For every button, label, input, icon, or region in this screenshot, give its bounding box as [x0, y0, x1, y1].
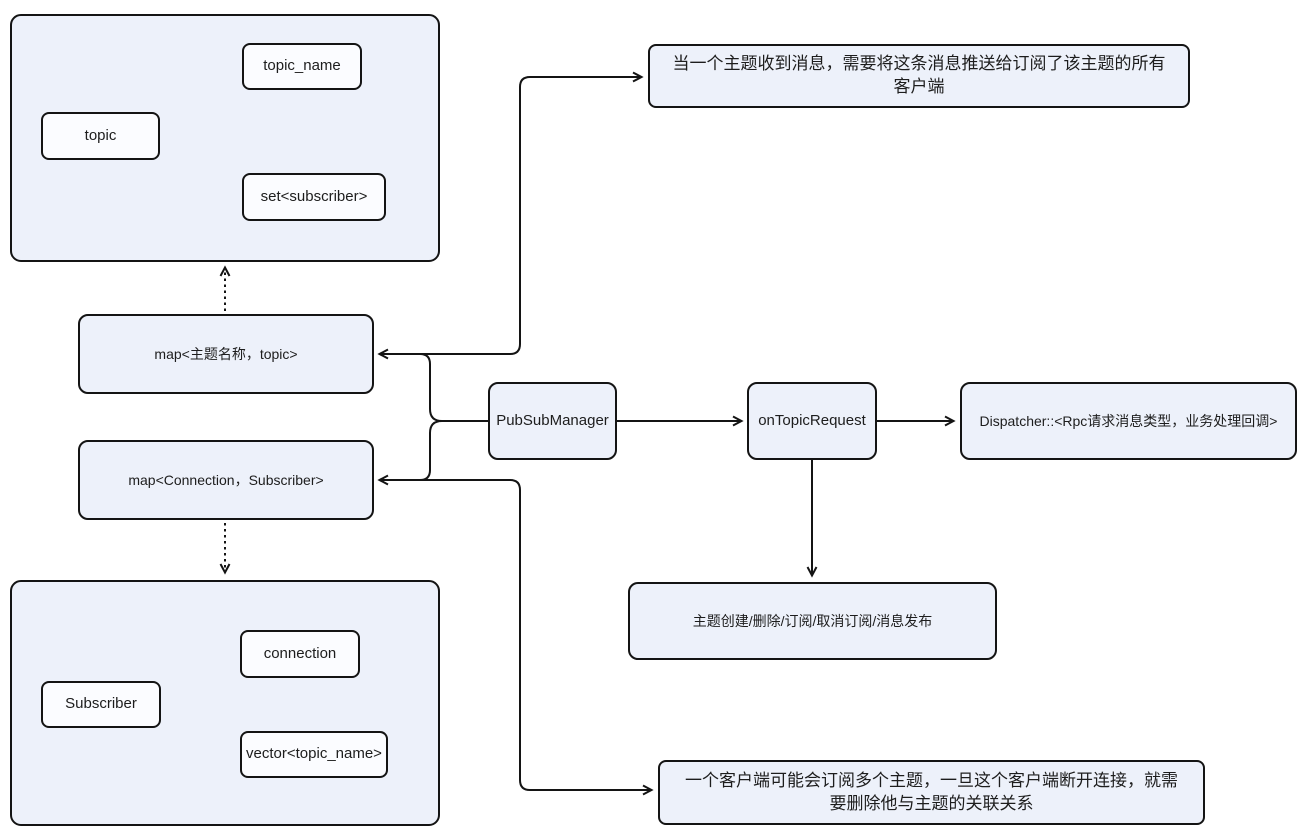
note-topic-push: 当一个主题收到消息，需要将这条消息推送给订阅了该主题的所有客户端 — [648, 44, 1190, 108]
node-topic-label: topic — [84, 126, 117, 144]
node-topic-name-label: topic_name — [263, 57, 341, 75]
node-dispatcher: Dispatcher::<Rpc请求消息类型，业务处理回调> — [960, 382, 1297, 460]
node-subscriber-label: Subscriber — [65, 695, 137, 713]
node-connection-label: connection — [263, 644, 337, 662]
node-connection-map: map<Connection，Subscriber> — [78, 440, 374, 520]
node-vector-topic-name-label: vector<topic_name> — [246, 745, 382, 763]
note-client-disconnect-text: 一个客户端可能会订阅多个主题，一旦这个客户端断开连接，就需要删除他与主题的关联关… — [685, 770, 1178, 813]
node-set-subscriber: set<subscriber> — [242, 173, 386, 221]
node-topic-operations: 主题创建/删除/订阅/取消订阅/消息发布 — [628, 582, 997, 660]
node-dispatcher-label: Dispatcher::<Rpc请求消息类型，业务处理回调> — [979, 412, 1278, 429]
note-client-disconnect: 一个客户端可能会订阅多个主题，一旦这个客户端断开连接，就需要删除他与主题的关联关… — [658, 760, 1205, 825]
note-topic-push-text: 当一个主题收到消息，需要将这条消息推送给订阅了该主题的所有客户端 — [672, 54, 1166, 96]
node-topic-operations-label: 主题创建/删除/订阅/取消订阅/消息发布 — [692, 612, 933, 629]
node-pubsub-manager: PubSubManager — [488, 382, 617, 460]
node-on-topic-request: onTopicRequest — [747, 382, 877, 460]
node-topic-map: map<主题名称，topic> — [78, 314, 374, 394]
node-connection: connection — [240, 630, 360, 678]
node-on-topic-request-label: onTopicRequest — [758, 411, 866, 429]
node-topic-name: topic_name — [242, 43, 362, 90]
node-connection-map-label: map<Connection，Subscriber> — [128, 471, 324, 488]
node-set-subscriber-label: set<subscriber> — [260, 187, 368, 205]
node-subscriber: Subscriber — [41, 681, 161, 728]
node-topic: topic — [41, 112, 160, 160]
node-pubsub-manager-label: PubSubManager — [496, 411, 609, 429]
node-topic-map-label: map<主题名称，topic> — [154, 345, 298, 362]
node-vector-topic-name: vector<topic_name> — [240, 731, 388, 778]
brace-pubsub-to-maps — [419, 353, 488, 481]
